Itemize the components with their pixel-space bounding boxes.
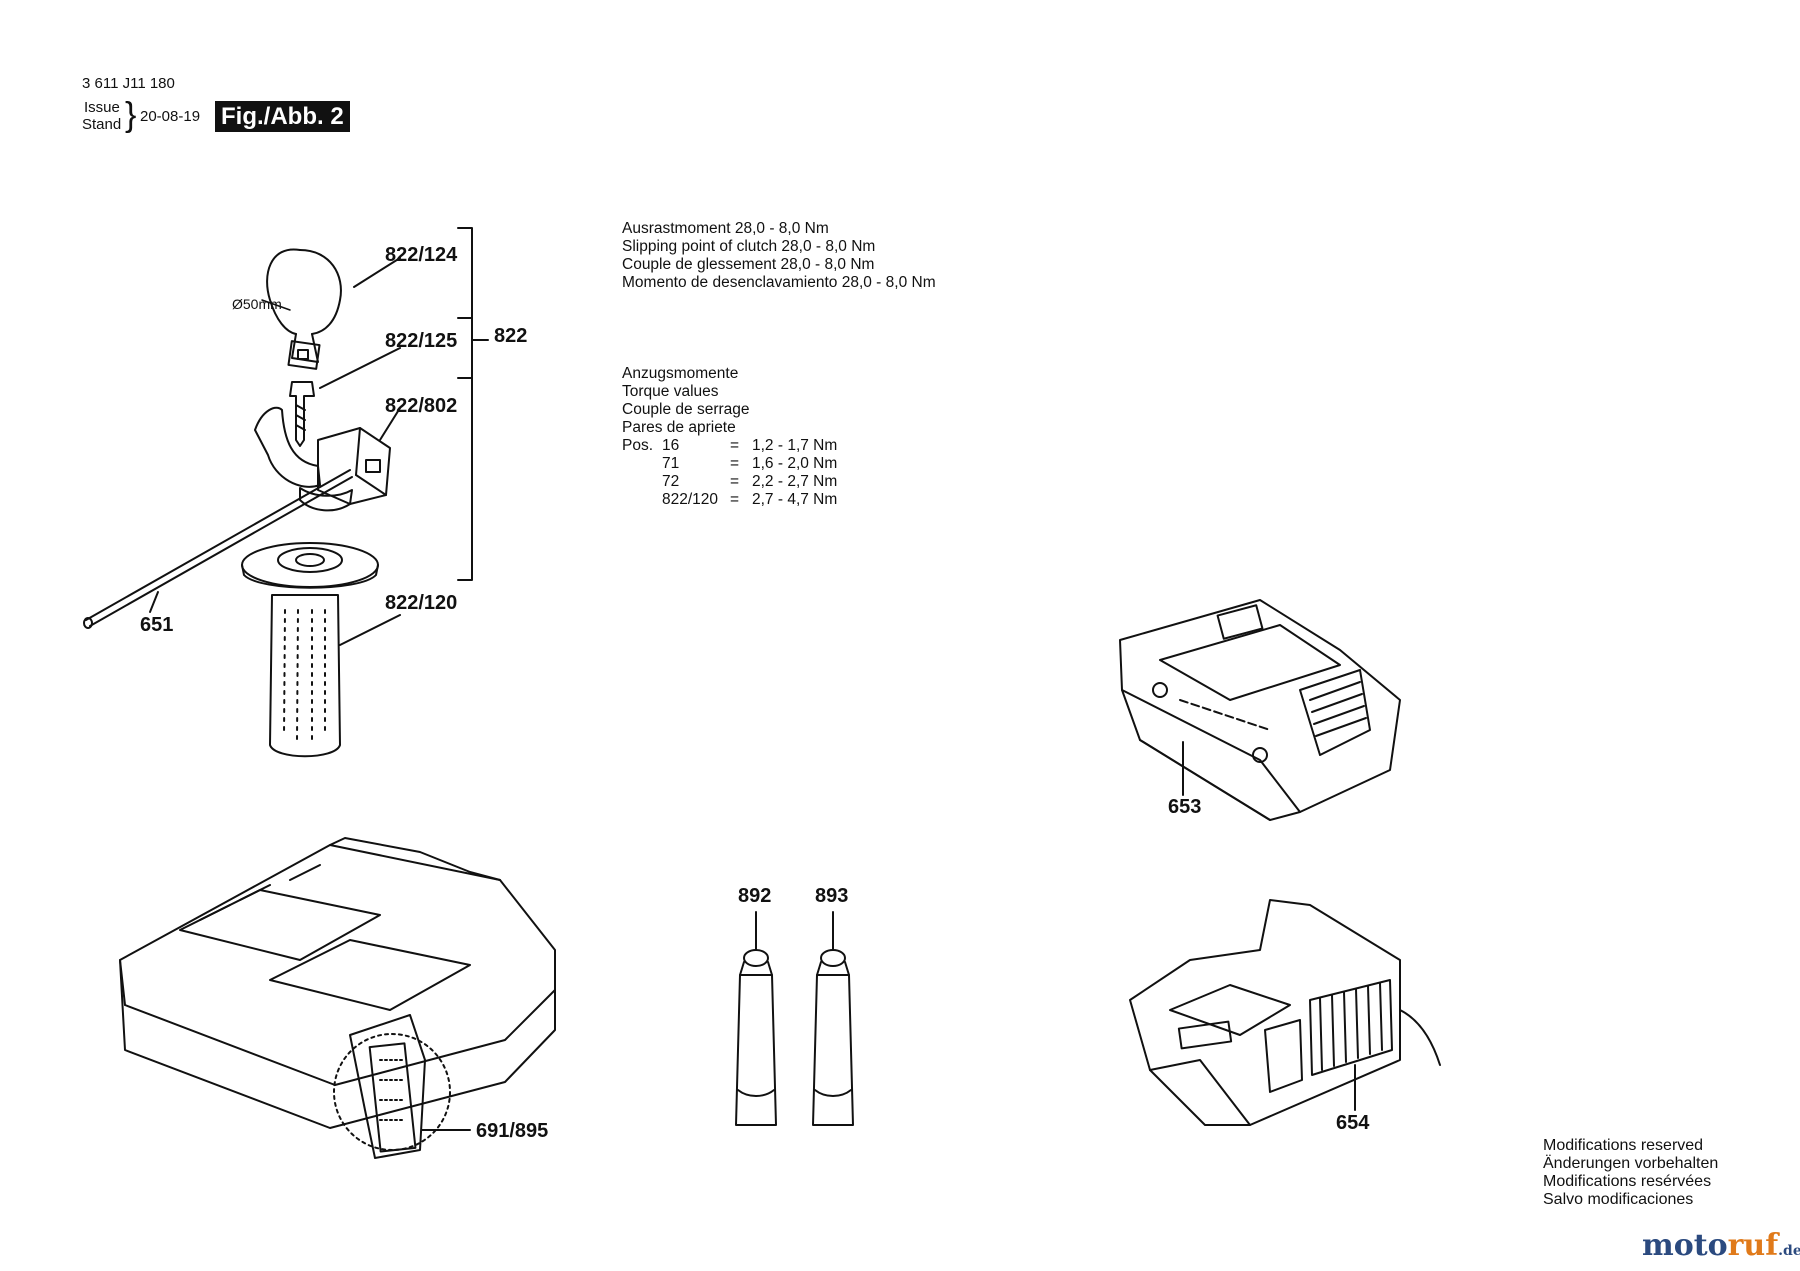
- torque-pos: 16: [662, 437, 680, 454]
- torque-title-es: Pares de apriete: [622, 419, 736, 436]
- clutch-note-fr: Couple de glessement 28,0 - 8,0 Nm: [622, 256, 875, 273]
- torque-notes: Anzugsmomente Torque values Couple de se…: [622, 365, 837, 509]
- depth-rod-part: [83, 469, 353, 629]
- part-label-892: 892: [738, 885, 772, 907]
- modifications-es: Salvo modificaciones: [1543, 1191, 1694, 1208]
- modifications-en: Modifications reserved: [1543, 1137, 1704, 1154]
- brand-watermark: motoruf.de: [1642, 1228, 1800, 1263]
- brand-part-2: ruf: [1727, 1228, 1779, 1263]
- grease-tube-893: [812, 911, 854, 1126]
- modifications-notice: Modifications reserved Änderungen vorbeh…: [1543, 1137, 1718, 1209]
- modifications-de: Änderungen vorbehalten: [1543, 1155, 1719, 1172]
- part-label-654: 654: [1336, 1112, 1370, 1134]
- torque-title-fr: Couple de serrage: [622, 401, 750, 418]
- torque-row: 71 = 1,6 - 2,0 Nm: [622, 455, 837, 473]
- part-label-651: 651: [140, 614, 174, 636]
- pos-label: Pos.: [622, 437, 654, 454]
- clutch-note-es: Momento de desenclavamiento 28,0 - 8,0 N…: [622, 274, 936, 291]
- brace-icon: }: [125, 96, 137, 134]
- clutch-note-en: Slipping point of clutch 28,0 - 8,0 Nm: [622, 238, 876, 255]
- torque-pos: 72: [662, 473, 680, 490]
- clutch-note-de: Ausrastmoment 28,0 - 8,0 Nm: [622, 220, 829, 237]
- stand-label: Stand: [82, 116, 122, 133]
- torque-eq: =: [730, 491, 740, 508]
- torque-eq: =: [730, 455, 740, 472]
- torque-pos: 822/120: [662, 491, 719, 508]
- torque-title-de: Anzugsmomente: [622, 365, 739, 382]
- clutch-notes: Ausrastmoment 28,0 - 8,0 Nm Slipping poi…: [622, 220, 936, 292]
- brand-part-1: moto: [1642, 1228, 1728, 1263]
- part-label-822: 822: [494, 325, 528, 347]
- group-bracket-822: [457, 227, 489, 581]
- clamp-body-part: [254, 406, 401, 512]
- torque-pos: 71: [662, 455, 680, 472]
- torque-row: Pos. 16 = 1,2 - 1,7 Nm: [622, 437, 837, 455]
- document-number: 3 611 J11 180: [82, 75, 175, 92]
- torque-eq: =: [730, 473, 740, 490]
- part-label-822-802: 822/802: [385, 395, 458, 417]
- torque-title-en: Torque values: [622, 383, 719, 400]
- issue-label: Issue: [84, 99, 120, 116]
- carrying-case-part: [119, 837, 556, 1159]
- torque-eq: =: [730, 437, 740, 454]
- part-label-822-124: 822/124: [385, 244, 458, 266]
- diameter-label: Ø50mm: [232, 296, 282, 312]
- part-label-822-120: 822/120: [385, 592, 458, 614]
- torque-value: 2,7 - 4,7 Nm: [752, 491, 838, 508]
- torque-row: 822/120 = 2,7 - 4,7 Nm: [622, 491, 837, 509]
- part-label-691-895: 691/895: [476, 1120, 549, 1142]
- grease-tube-892: [735, 911, 777, 1126]
- torque-value: 2,2 - 2,7 Nm: [752, 473, 838, 490]
- torque-row: 72 = 2,2 - 2,7 Nm: [622, 473, 837, 491]
- part-label-822-125: 822/125: [385, 330, 458, 352]
- part-label-653: 653: [1168, 796, 1202, 818]
- depth-ring-part: [261, 248, 401, 370]
- side-handle-part: [241, 542, 401, 758]
- charger-part: [1129, 899, 1441, 1126]
- issue-date: 20-08-19: [140, 108, 201, 125]
- part-label-893: 893: [815, 885, 849, 907]
- torque-value: 1,2 - 1,7 Nm: [752, 437, 838, 454]
- torque-value: 1,6 - 2,0 Nm: [752, 455, 838, 472]
- clamp-bolt-part: [289, 347, 401, 447]
- brand-part-3: .de: [1778, 1243, 1800, 1259]
- figure-label: Fig./Abb. 2: [215, 101, 350, 132]
- battery-pack-part: [1119, 599, 1401, 821]
- modifications-fr: Modifications resérvées: [1543, 1173, 1712, 1190]
